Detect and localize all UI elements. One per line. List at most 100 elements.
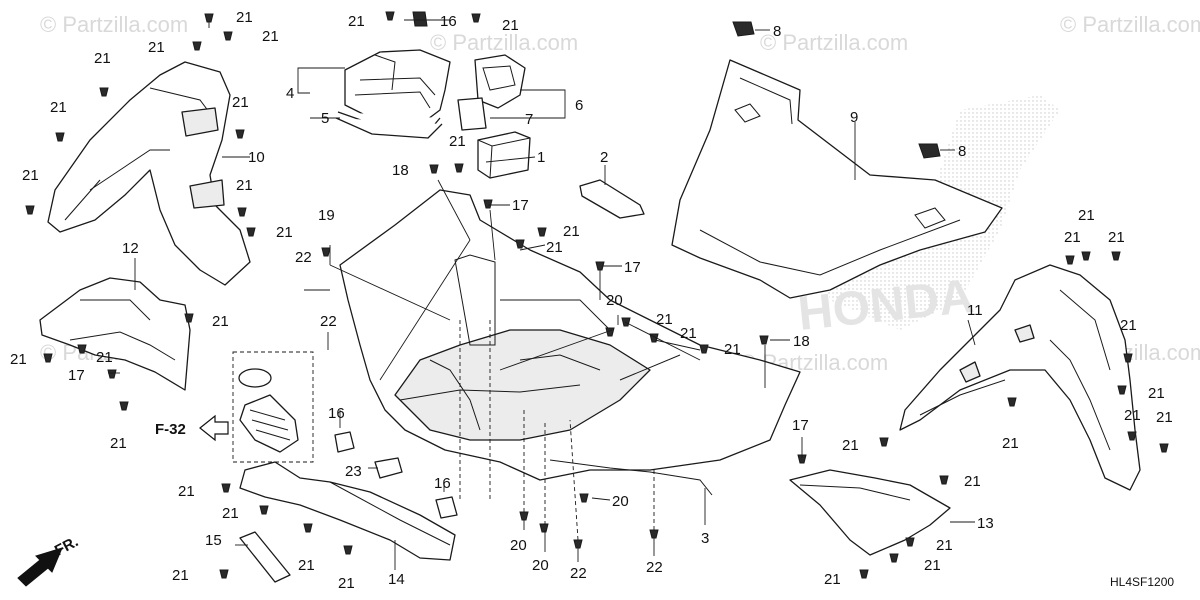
fastener bbox=[223, 31, 233, 41]
callout-21: 21 bbox=[842, 437, 859, 454]
fastener bbox=[454, 163, 464, 173]
fastener bbox=[621, 317, 631, 327]
callout-21: 21 bbox=[276, 224, 293, 241]
fastener bbox=[1127, 431, 1137, 441]
part-6-battery-holder bbox=[457, 54, 526, 131]
callout-21: 21 bbox=[298, 557, 315, 574]
fastener bbox=[204, 13, 214, 28]
fastener bbox=[879, 437, 889, 447]
callout-21: 21 bbox=[236, 177, 253, 194]
callout-21: 21 bbox=[964, 473, 981, 490]
watermark-text: © Partzilla.com bbox=[1060, 12, 1200, 37]
callout-8: 8 bbox=[773, 23, 781, 40]
callout-15: 15 bbox=[205, 532, 222, 549]
fastener bbox=[905, 537, 915, 547]
fastener bbox=[43, 353, 53, 363]
callout-2: 2 bbox=[600, 149, 608, 166]
fastener bbox=[55, 132, 65, 142]
callout-22: 22 bbox=[295, 249, 312, 266]
fastener bbox=[471, 13, 481, 23]
fastener bbox=[259, 505, 269, 515]
fastener bbox=[219, 569, 229, 579]
part-3-front-fender bbox=[339, 189, 801, 496]
callout-22: 22 bbox=[570, 565, 587, 582]
part-15-clip-plate bbox=[239, 531, 291, 583]
callout-21: 21 bbox=[936, 537, 953, 554]
fastener bbox=[221, 483, 231, 493]
callout-21: 21 bbox=[110, 435, 127, 452]
fastener bbox=[1111, 251, 1121, 261]
callout-8: 8 bbox=[958, 143, 966, 160]
callout-21: 21 bbox=[212, 313, 229, 330]
fastener bbox=[192, 41, 202, 51]
leader-lines bbox=[108, 19, 976, 570]
drawing-code: HL4SF1200 bbox=[1110, 575, 1174, 589]
fastener bbox=[184, 313, 194, 323]
callout-20: 20 bbox=[606, 292, 623, 309]
callout-labels: 1 2 3 4 5 6 7 8 8 9 10 11 12 13 14 15 16… bbox=[10, 9, 1173, 592]
callout-21: 21 bbox=[1148, 385, 1165, 402]
front-direction-indicator: FR. bbox=[17, 533, 81, 587]
callout-18: 18 bbox=[392, 162, 409, 179]
callout-21: 21 bbox=[232, 94, 249, 111]
callout-21: 21 bbox=[236, 9, 253, 26]
part-10-left-inner-cover bbox=[47, 61, 251, 286]
fastener bbox=[77, 344, 87, 354]
callout-17: 17 bbox=[68, 367, 85, 384]
callout-21: 21 bbox=[680, 325, 697, 342]
callout-10: 10 bbox=[248, 149, 265, 166]
callout-11: 11 bbox=[967, 302, 983, 319]
f-32-reference: F-32 bbox=[155, 414, 229, 442]
fastener bbox=[595, 261, 605, 271]
callout-16: 16 bbox=[328, 405, 345, 422]
part-2-bracket bbox=[579, 179, 645, 219]
fastener bbox=[385, 11, 395, 21]
fastener bbox=[537, 227, 547, 237]
callout-21: 21 bbox=[10, 351, 27, 368]
fastener bbox=[1117, 385, 1127, 395]
section-reference-label: F-32 bbox=[155, 421, 186, 438]
callout-20: 20 bbox=[510, 537, 527, 554]
callout-6: 6 bbox=[575, 97, 583, 114]
callout-21: 21 bbox=[1108, 229, 1125, 246]
callout-20: 20 bbox=[532, 557, 549, 574]
callout-21: 21 bbox=[348, 13, 365, 30]
callout-21: 21 bbox=[96, 349, 113, 366]
part-13-right-lower-panel bbox=[789, 469, 951, 556]
callout-21: 21 bbox=[1120, 317, 1137, 334]
part-16-rubber bbox=[334, 11, 458, 519]
callout-21: 21 bbox=[172, 567, 189, 584]
fastener bbox=[321, 247, 331, 257]
fastener bbox=[99, 87, 109, 97]
callout-21: 21 bbox=[1078, 207, 1095, 224]
fastener bbox=[759, 335, 769, 345]
fastener bbox=[699, 344, 709, 354]
callout-21: 21 bbox=[338, 575, 355, 592]
callout-3: 3 bbox=[701, 530, 709, 547]
callout-21: 21 bbox=[546, 239, 563, 256]
callout-21: 21 bbox=[1002, 435, 1019, 452]
callout-5: 5 bbox=[321, 110, 329, 127]
callout-19: 19 bbox=[318, 207, 335, 224]
callout-20: 20 bbox=[612, 493, 629, 510]
air-intake-hose bbox=[232, 351, 314, 463]
callout-21: 21 bbox=[724, 341, 741, 358]
callout-21: 21 bbox=[656, 311, 673, 328]
callout-21: 21 bbox=[22, 167, 39, 184]
part-1-battery bbox=[477, 131, 531, 179]
fastener bbox=[889, 553, 899, 563]
callout-1: 1 bbox=[537, 149, 545, 166]
callout-21: 21 bbox=[50, 99, 67, 116]
callout-12: 12 bbox=[122, 240, 139, 257]
callout-21: 21 bbox=[502, 17, 519, 34]
fastener bbox=[1007, 397, 1017, 407]
fastener bbox=[649, 529, 659, 539]
callout-21: 21 bbox=[1156, 409, 1173, 426]
callout-21: 21 bbox=[262, 28, 279, 45]
callout-21: 21 bbox=[449, 133, 466, 150]
callout-13: 13 bbox=[977, 515, 994, 532]
callout-17: 17 bbox=[512, 197, 529, 214]
callout-16: 16 bbox=[434, 475, 451, 492]
fastener bbox=[1123, 353, 1133, 363]
